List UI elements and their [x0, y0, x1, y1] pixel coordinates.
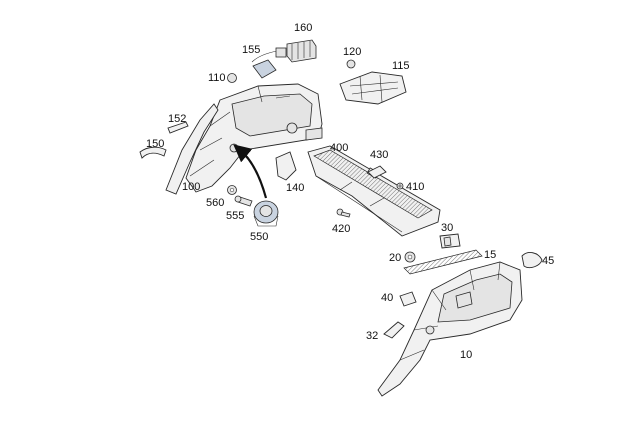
part-number-label: 120	[343, 46, 362, 58]
part-number-label: 550	[250, 231, 269, 243]
part-420-screw	[336, 208, 351, 218]
part-number-label: 115	[392, 60, 410, 72]
part-number-label: 45	[542, 255, 555, 267]
part-45-cover	[521, 252, 543, 269]
part-number-label: 555	[226, 210, 245, 222]
part-number-label: 20	[389, 252, 402, 264]
part-number-label: 40	[381, 292, 394, 304]
part-number-label: 30	[441, 222, 454, 234]
part-number-label: 410	[406, 181, 425, 193]
part-20-grommet	[404, 251, 416, 263]
part-410-screw	[396, 182, 404, 190]
part-150-trim-piece	[139, 146, 167, 159]
part-number-label: 152	[168, 113, 187, 125]
part-10-side-trim	[377, 261, 523, 397]
part-32-trim-piece	[383, 321, 405, 339]
part-115-bracket	[339, 71, 407, 105]
part-40-bracket	[399, 291, 417, 307]
part-30-holder	[439, 233, 461, 249]
part-number-label: 32	[366, 330, 379, 342]
part-100-pillar-trim	[165, 103, 219, 195]
part-550-socket	[253, 200, 279, 227]
part-120-clip	[346, 59, 356, 69]
part-555-bolt	[234, 195, 253, 207]
part-400-load-sill	[307, 145, 441, 237]
part-number-label: 100	[182, 181, 201, 193]
part-number-label: 10	[460, 349, 473, 361]
part-number-label: 420	[332, 223, 351, 235]
part-number-label: 160	[294, 22, 313, 34]
part-152-trim-strip	[167, 121, 189, 134]
part-140-cover	[275, 151, 297, 181]
part-number-label: 140	[286, 182, 305, 194]
part-110-clip	[227, 73, 237, 83]
part-number-label: 110	[208, 72, 226, 84]
part-155-wiring-harness	[251, 47, 287, 79]
part-number-label: 155	[242, 44, 261, 56]
assembly-arrow	[233, 144, 268, 199]
part-100-side-trim	[185, 83, 323, 193]
part-560-washer	[227, 185, 237, 195]
part-number-label: 15	[484, 249, 497, 261]
part-number-label: 560	[206, 197, 225, 209]
part-160-connector	[286, 39, 317, 63]
part-number-label: 430	[370, 149, 389, 161]
part-15-foam-strip	[403, 249, 483, 275]
part-number-label: 150	[146, 138, 165, 150]
part-430-clip	[367, 165, 387, 179]
part-number-label: 400	[330, 142, 349, 154]
